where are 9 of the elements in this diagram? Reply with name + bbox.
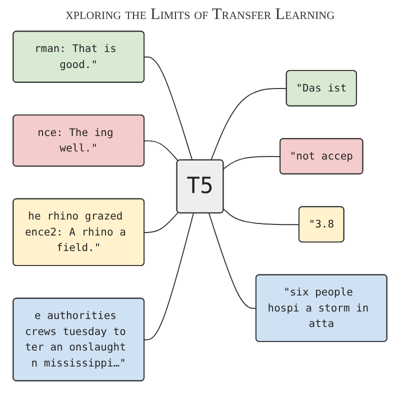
connector [144, 140, 179, 162]
connector [144, 212, 179, 233]
connector [144, 56, 193, 161]
page-title: xploring the Limits of Transfer Learning [64, 5, 336, 25]
connector [223, 208, 300, 226]
connector [144, 212, 194, 340]
connector [223, 156, 281, 170]
connector [210, 88, 288, 161]
connector [208, 212, 257, 309]
